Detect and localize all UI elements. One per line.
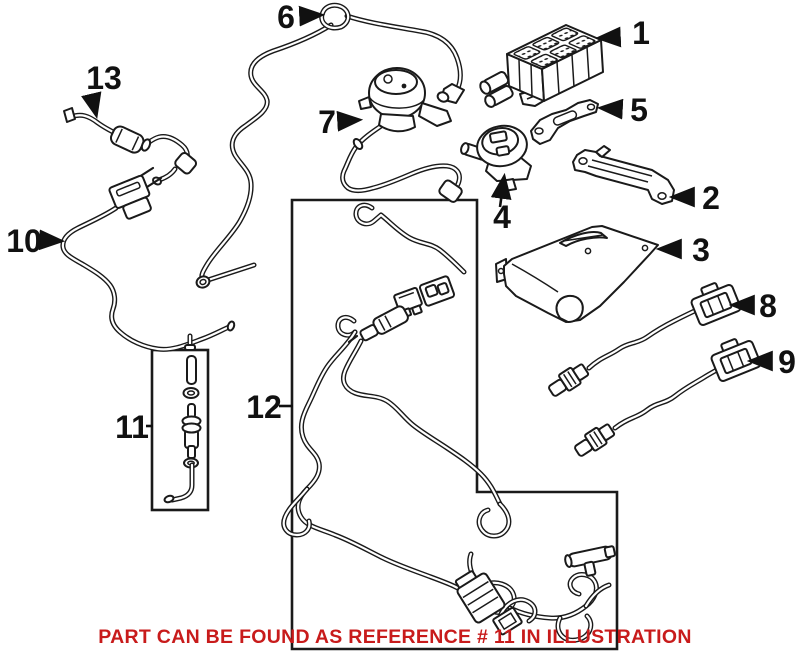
part-7-leak-detection-pump-drawing [343,67,463,203]
callout-label-1: 1 [632,15,650,51]
callout-label-8: 8 [759,288,777,324]
hose6-elbow-fitting [436,83,465,104]
callout-labels: 1 2 3 4 5 6 7 8 9 10 11 12 13 [6,0,796,445]
arrow-6 [298,5,326,27]
hose13-inline-sensor [109,125,145,154]
callout-label-12: 12 [246,389,282,425]
valve4-body [476,124,528,168]
pump-tab [358,96,372,110]
part-6-vent-hose-drawing [195,5,465,289]
part-4-purge-valve-drawing [460,124,532,192]
part-3-heat-shield-drawing [495,225,659,323]
kit11-hook-end [163,494,175,504]
arrow-4 [490,172,512,208]
hose13-open-end [63,107,76,123]
arrow-7 [336,110,364,132]
part-10-vent-hose-valve-drawing [63,166,236,351]
pump-hose-clamp [352,138,364,150]
canister-top-panels [513,28,596,68]
sensor9-connector [710,338,762,383]
harness-kit-box-outline [290,198,619,651]
callout-label-4: 4 [493,199,511,235]
part-13-breather-hose-drawing [63,107,198,186]
valve10-prong [145,176,163,189]
callout-label-2: 2 [702,180,720,216]
small-parts-kit-box-outline [150,348,210,512]
kit11-valve-stem [181,403,202,459]
callout-label-13: 13 [86,60,122,96]
arrow-10 [38,229,66,251]
kit11-tube [186,355,197,385]
hose13-elbow-fitting [174,151,198,175]
pump-hose-elbow-fitting [438,179,463,203]
part-8-oxygen-sensor-drawing [548,282,742,397]
part-9-oxygen-sensor-drawing [574,338,762,457]
canister-port [479,71,510,95]
callout-label-3: 3 [692,232,710,268]
callout-label-7: 7 [318,104,336,140]
arrow-13 [81,91,102,120]
sensor9-tip [574,423,616,457]
harness-ribbed-connector [454,570,506,624]
sensor8-tip [548,363,590,397]
harness-sensor [359,305,409,342]
callout-label-5: 5 [630,92,648,128]
arrow-1 [594,26,622,48]
callout-arrows [38,5,773,428]
valve10-body [108,174,152,220]
callout-label-11: 11 [115,409,149,445]
callout-label-6: 6 [277,0,295,35]
kit11-grommet [182,387,200,399]
shield-notch [555,294,584,323]
callout-label-9: 9 [778,344,796,380]
hose6-end-cap [195,275,211,289]
part-5-bracket-small-drawing [530,99,599,145]
hose10-tee-cap [184,344,196,351]
arrow-5 [596,98,624,120]
canister-port [484,85,514,108]
callout-label-10: 10 [6,223,42,259]
hose13-clamp [140,138,152,152]
sensor8-connector [690,282,742,327]
part-12-harness-contents [284,205,616,640]
harness-connector-end [492,606,523,636]
harness-connector-block [418,275,456,307]
part-2-bracket-long-drawing [572,145,675,205]
pump-flange [418,102,452,127]
hose10-open-end [226,320,236,332]
harness-tee-fitting [564,545,616,577]
part-1-evap-canister-drawing [478,25,603,108]
part-11-kit-contents [163,355,202,504]
reference-notice: PART CAN BE FOUND AS REFERENCE # 11 IN I… [98,626,692,648]
